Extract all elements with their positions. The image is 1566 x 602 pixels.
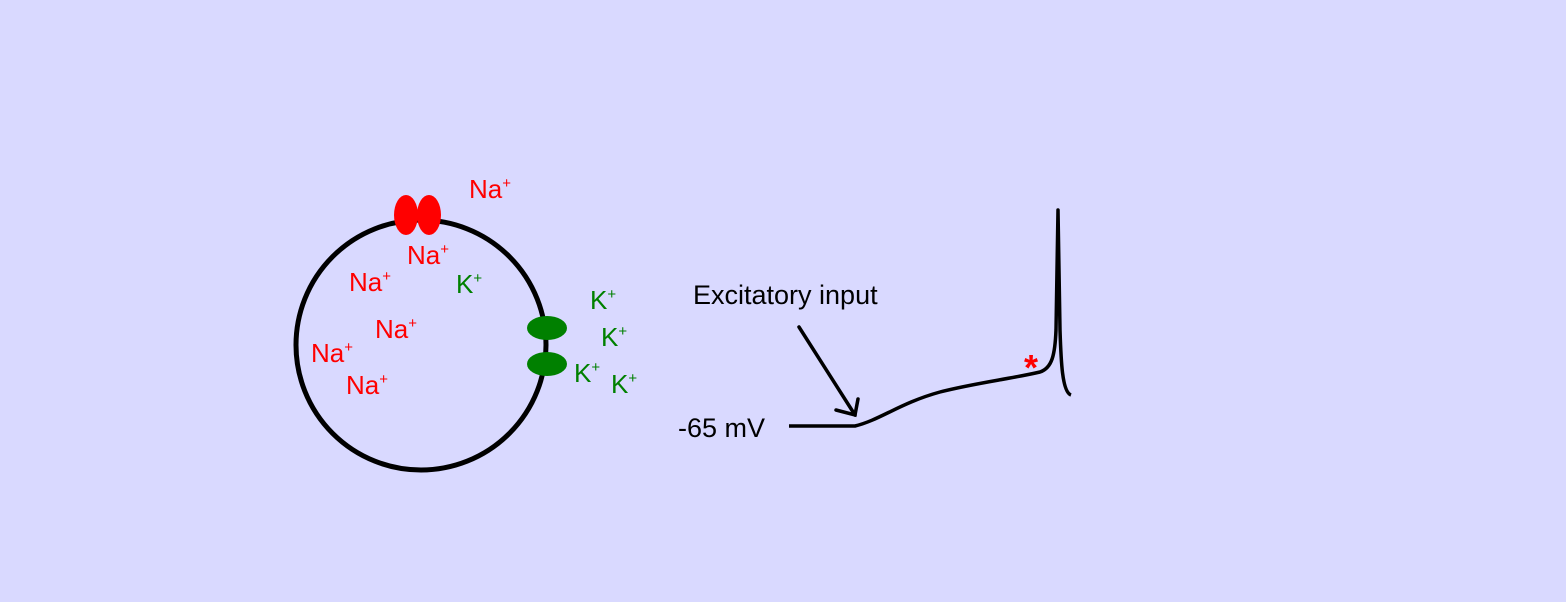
na-ion-outside: Na+ — [469, 174, 511, 204]
sodium-channel — [394, 195, 441, 235]
excitatory-input-arrow — [797, 325, 860, 418]
excitatory-input-label: Excitatory input — [693, 280, 878, 310]
na-ion-inside: Na+ — [407, 240, 449, 270]
arrow-head — [834, 397, 860, 418]
na-ion-inside: Na+ — [375, 314, 417, 344]
sodium-ions: Na+ Na+ Na+ Na+ Na+ Na+ — [311, 174, 511, 400]
na-ion-inside: Na+ — [349, 267, 391, 297]
potassium-ions: K+ K+ K+ K+ K+ — [456, 269, 637, 399]
potassium-channel-lobe-bottom — [527, 352, 567, 376]
na-ion-inside: Na+ — [311, 338, 353, 368]
potassium-channel — [527, 316, 567, 376]
k-ion-outside: K+ — [574, 358, 600, 388]
na-ion-inside: Na+ — [346, 370, 388, 400]
threshold-marker: * — [1024, 347, 1038, 388]
arrow-shaft — [797, 325, 857, 417]
membrane-potential-trace — [789, 208, 1073, 428]
potassium-channel-lobe-top — [527, 316, 567, 340]
k-ion-outside: K+ — [601, 322, 627, 352]
sodium-channel-lobe-left — [394, 195, 418, 235]
k-ion-outside: K+ — [611, 369, 637, 399]
k-ion-outside: K+ — [590, 285, 616, 315]
resting-potential-label: -65 mV — [678, 413, 765, 443]
k-ion-inside: K+ — [456, 269, 482, 299]
sodium-channel-lobe-right — [417, 195, 441, 235]
